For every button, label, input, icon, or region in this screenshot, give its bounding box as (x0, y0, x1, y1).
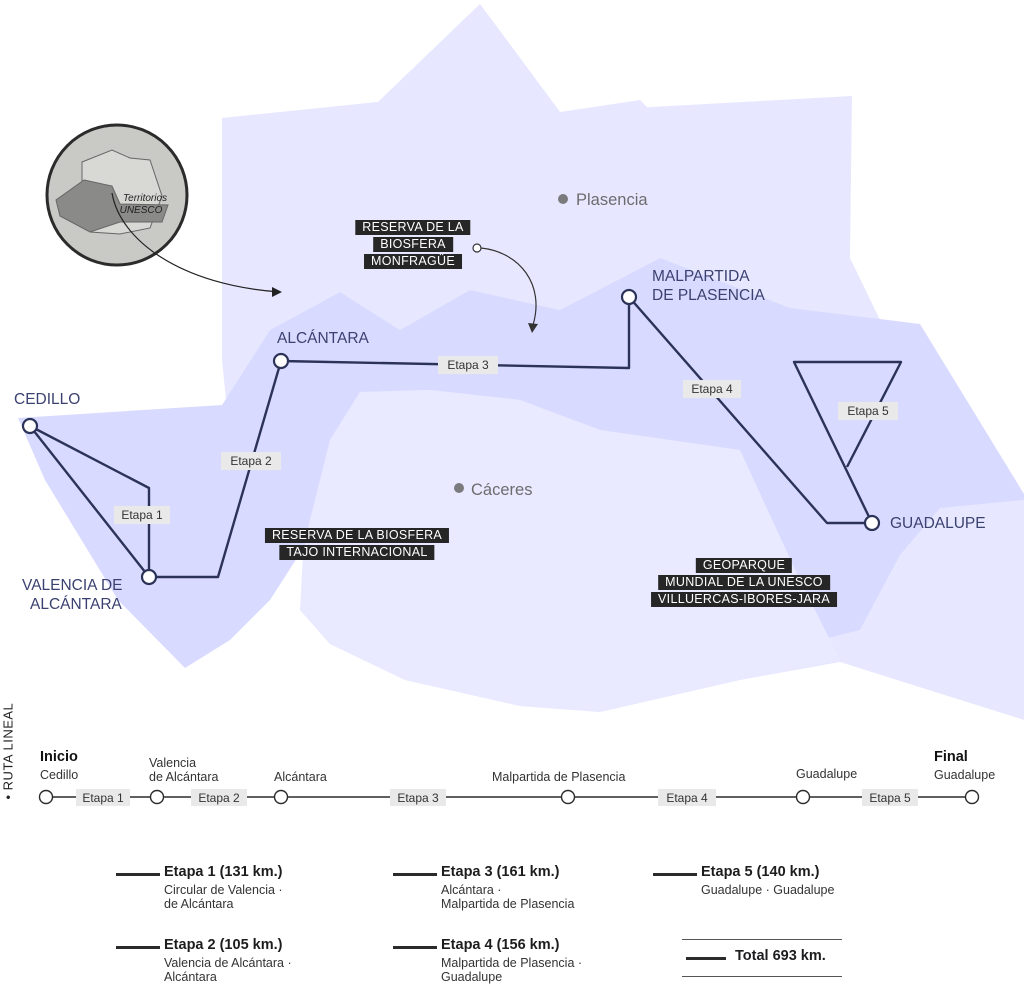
region-top-light (222, 102, 378, 360)
line-alcantara: Alcántara (274, 770, 327, 784)
inset-locator: Territorios UNESCO (45, 123, 282, 297)
line-tag-etapa-4: Etapa 4 (666, 791, 708, 805)
line-node-malpartida (560, 789, 576, 805)
map-tag-etapa-4: Etapa 4 (691, 382, 733, 396)
monfrague-label-1: RESERVA DE LA (355, 220, 471, 235)
legend-desc-1: Malpartida de Plasencia · (441, 956, 583, 970)
stop-label-guadalupe: GUADALUPE (890, 515, 986, 532)
stop-node-cedillo (21, 417, 39, 435)
inset-label-1: Territorios (123, 193, 167, 204)
legend-title: Etapa 2 (105 km.) (164, 937, 283, 953)
map-tag-etapa-5: Etapa 5 (847, 404, 889, 418)
monfrague-label-3: MONFRAGÜE (364, 254, 462, 269)
line-node-final (964, 789, 980, 805)
geoparque-label-1: GEOPARQUE (695, 558, 793, 573)
line-end-place: Guadalupe (934, 768, 995, 782)
stage-2-route (149, 360, 283, 579)
total-rule-bottom (682, 976, 842, 977)
line-valencia-1: Valencia (149, 756, 196, 770)
stop-label-alcantara: ALCÁNTARA (277, 330, 370, 347)
stop-node-valencia (140, 568, 158, 586)
legend-bar (116, 873, 160, 876)
legend-desc-1: Guadalupe · Guadalupe (701, 883, 835, 897)
stage-4-route (628, 296, 872, 525)
stage-3-route (280, 297, 631, 370)
legend-title: Etapa 4 (156 km.) (441, 937, 560, 953)
inset-label-2: UNESCO (120, 205, 163, 216)
total-rule-top (682, 939, 842, 940)
legend-desc-2: de Alcántara (164, 897, 234, 911)
stage-1-route (29, 424, 151, 579)
stop-node-malpartida (620, 288, 638, 306)
monfrague-label-2: BIOSFERA (373, 237, 453, 252)
plasencia-marker (558, 194, 568, 204)
line-node-guadalupe (795, 789, 811, 805)
line-tag-etapa-2: Etapa 2 (198, 791, 240, 805)
tajo-label-1: RESERVA DE LA BIOSFERA (264, 528, 450, 543)
map-tag-etapa-1: Etapa 1 (121, 508, 163, 522)
legend-desc-1: Valencia de Alcántara · (164, 956, 292, 970)
legend-title: Etapa 3 (161 km.) (441, 864, 560, 880)
legend-bar (686, 957, 726, 960)
stop-label-malpartida-1: MALPARTIDA (652, 268, 750, 285)
region-center (300, 390, 840, 712)
caceres-marker (454, 483, 464, 493)
legend-desc-1: Circular de Valencia · (164, 883, 283, 897)
line-end-title: Final (934, 749, 968, 765)
legend-desc-2: Alcántara (164, 970, 217, 984)
stop-label-valencia-2: ALCÁNTARA (30, 596, 123, 613)
line-malpartida: Malpartida de Plasencia (492, 770, 625, 784)
line-start-title: Inicio (40, 749, 78, 765)
map-tag-etapa-2: Etapa 2 (230, 454, 272, 468)
legend-bar (116, 946, 160, 949)
stop-label-malpartida-2: DE PLASENCIA (652, 287, 766, 304)
line-tag-etapa-5: Etapa 5 (869, 791, 911, 805)
line-node-cedillo (38, 789, 54, 805)
region-medium-west (18, 258, 1024, 668)
legend-bar (393, 873, 437, 876)
legend-title: Etapa 5 (140 km.) (701, 864, 820, 880)
monfrague-pointer-line (480, 247, 537, 326)
line-tag-etapa-1: Etapa 1 (82, 791, 124, 805)
stop-node-guadalupe (863, 514, 881, 532)
linear-route-diagram: Etapa 1 Etapa 2 Etapa 3 Etapa 4 Etapa 5 … (38, 749, 995, 806)
legend-desc-1: Alcántara · (441, 883, 502, 897)
line-node-valencia (149, 789, 165, 805)
legend-bar (393, 946, 437, 949)
stop-label-valencia-1: VALENCIA DE (22, 577, 123, 594)
map-tag-etapa-3: Etapa 3 (447, 358, 489, 372)
line-guadalupe: Guadalupe (796, 767, 857, 781)
line-start-place: Cedillo (40, 768, 78, 782)
monfrague-pointer-dot (472, 243, 482, 253)
stop-label-cedillo: CEDILLO (14, 391, 80, 408)
plasencia-label: Plasencia (576, 191, 648, 209)
geoparque-label-3: VILLUERCAS-IBORES-JARA (651, 592, 837, 607)
total-text: Total 693 km. (735, 948, 826, 964)
geoparque-label-2: MUNDIAL DE LA UNESCO (658, 575, 830, 590)
stop-node-alcantara (272, 352, 290, 370)
legend-bar (653, 873, 697, 876)
caceres-label: Cáceres (471, 481, 532, 499)
line-node-alcantara (273, 789, 289, 805)
legend-desc-2: Guadalupe (441, 970, 503, 984)
monfrague-pointer-arrowhead (528, 323, 538, 333)
line-valencia-2: de Alcántara (149, 770, 219, 784)
tajo-label-2: TAJO INTERNACIONAL (279, 545, 435, 560)
ruta-lineal-text: • RUTA LINEAL (0, 702, 16, 800)
legend-desc-2: Malpartida de Plasencia (441, 897, 575, 911)
ruta-lineal-side-label: • RUTA LINEAL (0, 700, 16, 810)
legend-title: Etapa 1 (131 km.) (164, 864, 283, 880)
line-tag-etapa-3: Etapa 3 (397, 791, 439, 805)
